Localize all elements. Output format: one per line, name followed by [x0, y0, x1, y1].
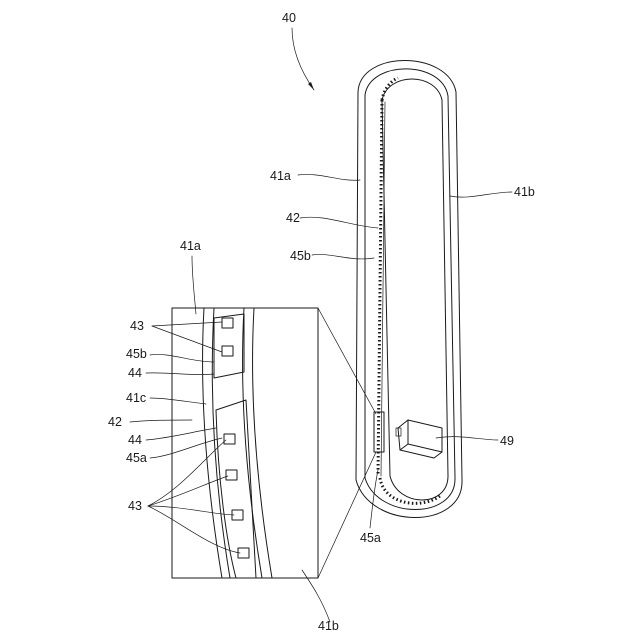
leader-lines: [130, 28, 512, 622]
label-detail-41a: 41a: [180, 239, 201, 253]
leader-detail-43-e: [148, 506, 234, 515]
leader-41b: [450, 192, 512, 197]
leader-40: [292, 28, 314, 90]
label-detail-45b: 45b: [126, 347, 147, 361]
label-detail-43-upper: 43: [130, 319, 144, 333]
leader-detail-43-c: [148, 440, 226, 506]
led-square-4: [226, 470, 237, 480]
leader-45a: [370, 470, 378, 528]
label-45a: 45a: [360, 531, 381, 545]
leader-detail-42: [130, 420, 192, 422]
leader-detail-41a: [192, 256, 196, 314]
led-square-2: [222, 346, 233, 356]
oval-outer-rim: [356, 61, 462, 518]
box-outline: [398, 420, 442, 458]
leader-detail-45a: [150, 438, 222, 458]
leader-detail-43-d: [148, 476, 228, 506]
label-45b: 45b: [290, 249, 311, 263]
label-detail-44-lower: 44: [128, 433, 142, 447]
label-detail-41b: 41b: [318, 619, 339, 633]
leader-49: [436, 437, 498, 440]
leader-detail-45b: [150, 354, 214, 362]
leader-detail-43-b: [152, 326, 222, 352]
label-detail-42: 42: [108, 415, 122, 429]
led-square-3: [224, 434, 235, 444]
led-square-1: [222, 318, 233, 328]
detail-view: [172, 308, 318, 578]
label-49: 49: [500, 434, 514, 448]
control-box: [396, 420, 442, 458]
projection-line-bottom: [318, 452, 376, 578]
label-40: 40: [282, 11, 296, 25]
label-detail-44-upper: 44: [128, 366, 142, 380]
label-detail-43-lower: 43: [128, 499, 142, 513]
leader-detail-43-a: [152, 322, 222, 326]
oval-panel-face: [382, 79, 448, 500]
projection-line-top: [318, 308, 376, 414]
leader-detail-44-upper: [146, 373, 214, 375]
leader-41a: [298, 174, 360, 180]
label-42: 42: [286, 211, 300, 225]
label-41a: 41a: [270, 169, 291, 183]
arrow-40: [308, 82, 314, 90]
led-strip-dots-bottom: [380, 478, 440, 503]
leader-42: [300, 217, 378, 228]
label-41b: 41b: [514, 185, 535, 199]
label-detail-45a: 45a: [126, 451, 147, 465]
leader-detail-41c: [150, 398, 206, 404]
label-detail-41c: 41c: [126, 391, 146, 405]
detail-frame: [172, 308, 318, 578]
led-strip-dots-top: [382, 78, 398, 100]
box-edges: [400, 420, 442, 452]
oval-mirror: [356, 61, 462, 518]
